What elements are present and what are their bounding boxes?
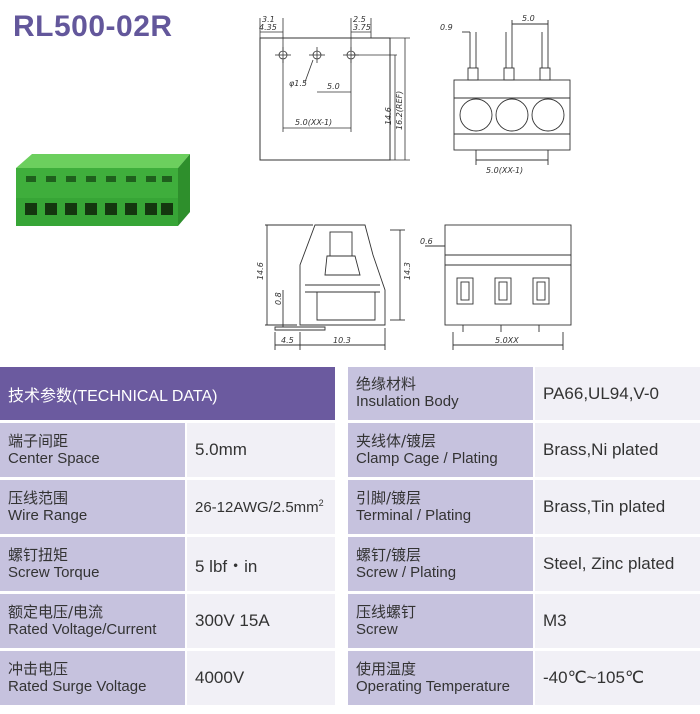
technical-data-table: 技术参数 (TECHNICAL DATA) 端子间距 Center Space …	[0, 367, 700, 714]
terminal-block-photo	[16, 154, 190, 226]
label-screw-torque: 螺钉扭矩 Screw Torque	[0, 537, 185, 591]
label-en: Center Space	[8, 449, 100, 467]
drawing-side-view: 14.6 14.3 0.8 4.5 10.3	[256, 224, 412, 350]
header-en: (TECHNICAL DATA)	[72, 387, 218, 405]
dim-4-5: 4.5	[281, 336, 294, 345]
value-screw-torque: 5 lbf・in	[187, 537, 335, 591]
label-cn: 端子间距	[8, 431, 69, 450]
label-terminal: 引脚/镀层 Terminal / Plating	[348, 480, 533, 534]
value-terminal: Brass,Tin plated	[535, 480, 700, 534]
label-cn: 压线螺钉	[356, 602, 417, 621]
value-operating-temp: -40℃~105℃	[535, 651, 700, 705]
dim-3-1: 3.1	[262, 15, 275, 24]
dim-0-9: 0.9	[440, 23, 453, 32]
label-en: Operating Temperature	[356, 677, 510, 695]
label-cn: 螺钉扭矩	[8, 545, 69, 564]
drawing-top-view: 3.1 4.35 2.5 3.75 φ1.5 5.0 5.0(XX-1) 14.…	[259, 15, 410, 161]
dim-0-6: 0.6	[420, 237, 433, 246]
label-surge-voltage: 冲击电压 Rated Surge Voltage	[0, 651, 185, 705]
label-screw-plating: 螺钉/镀层 Screw / Plating	[348, 537, 533, 591]
dim-span: 5.0(XX-1)	[295, 118, 332, 127]
dim-4-35: 4.35	[259, 23, 277, 32]
label-rated-voltage: 额定电压/电流 Rated Voltage/Current	[0, 594, 185, 648]
header-cn: 技术参数	[8, 385, 73, 405]
dim-hole: φ1.5	[289, 79, 307, 88]
value-clamp-cage: Brass,Ni plated	[535, 423, 700, 477]
product-title: RL500-02R	[13, 10, 173, 43]
label-cn: 使用温度	[356, 659, 417, 678]
dim-span-2: 5.0(XX-1)	[486, 166, 523, 175]
dim-height-ref: 16.2(REF)	[395, 91, 404, 130]
value-insulation: PA66,UL94,V-0	[535, 367, 700, 420]
label-cn: 螺钉/镀层	[356, 545, 422, 564]
label-cn: 冲击电压	[8, 659, 69, 678]
value-surge-voltage: 4000V	[187, 651, 335, 705]
label-cn: 夹线体/镀层	[356, 431, 437, 450]
dim-height: 14.6	[384, 107, 393, 125]
label-cn: 绝缘材料	[356, 375, 417, 393]
drawing-rear-view: 0.6 5.0XX	[420, 224, 572, 350]
value-center-space: 5.0mm	[187, 423, 335, 477]
wire-range-sup: 2	[318, 498, 324, 508]
wire-range-text: 26-12AWG/2.5mm	[195, 499, 319, 516]
dim-3-75: 3.75	[353, 23, 371, 32]
label-center-space: 端子间距 Center Space	[0, 423, 185, 477]
value-wire-range: 26-12AWG/2.5mm2	[187, 480, 335, 534]
dim-2-5: 2.5	[353, 15, 366, 24]
dim-pitch: 5.0	[327, 82, 340, 91]
label-en: Screw Torque	[8, 563, 100, 581]
drawing-front-view: 0.9 5.0 5.0(XX-1)	[440, 14, 571, 175]
label-cn: 引脚/镀层	[356, 488, 422, 507]
label-cn: 额定电压/电流	[8, 602, 104, 621]
label-screw: 压线螺钉 Screw	[348, 594, 533, 648]
label-en: Terminal / Plating	[356, 506, 472, 524]
dim-14-3: 14.3	[403, 262, 412, 280]
label-en: Screw	[356, 620, 398, 638]
dim-0-8: 0.8	[274, 292, 283, 305]
label-insulation: 绝缘材料 Insulation Body	[348, 367, 533, 420]
dim-5-0xx: 5.0XX	[495, 336, 519, 345]
label-en: Clamp Cage / Plating	[356, 449, 498, 467]
label-operating-temp: 使用温度 Operating Temperature	[348, 651, 533, 705]
label-en: Screw / Plating	[356, 563, 457, 581]
value-screw: M3	[535, 594, 700, 648]
table-header: 技术参数 (TECHNICAL DATA)	[0, 367, 335, 420]
label-clamp-cage: 夹线体/镀层 Clamp Cage / Plating	[348, 423, 533, 477]
label-wire-range: 压线范围 Wire Range	[0, 480, 185, 534]
dim-5-0: 5.0	[522, 14, 535, 23]
label-en: Rated Surge Voltage	[8, 677, 147, 695]
label-en: Wire Range	[8, 506, 88, 524]
dim-14-6-side: 14.6	[256, 262, 265, 280]
value-rated-voltage: 300V 15A	[187, 594, 335, 648]
label-en: Insulation Body	[356, 393, 459, 410]
label-en: Rated Voltage/Current	[8, 620, 157, 638]
dim-10-3: 10.3	[333, 336, 351, 345]
label-cn: 压线范围	[8, 488, 69, 507]
value-screw-plating: Steel, Zinc plated	[535, 537, 700, 591]
